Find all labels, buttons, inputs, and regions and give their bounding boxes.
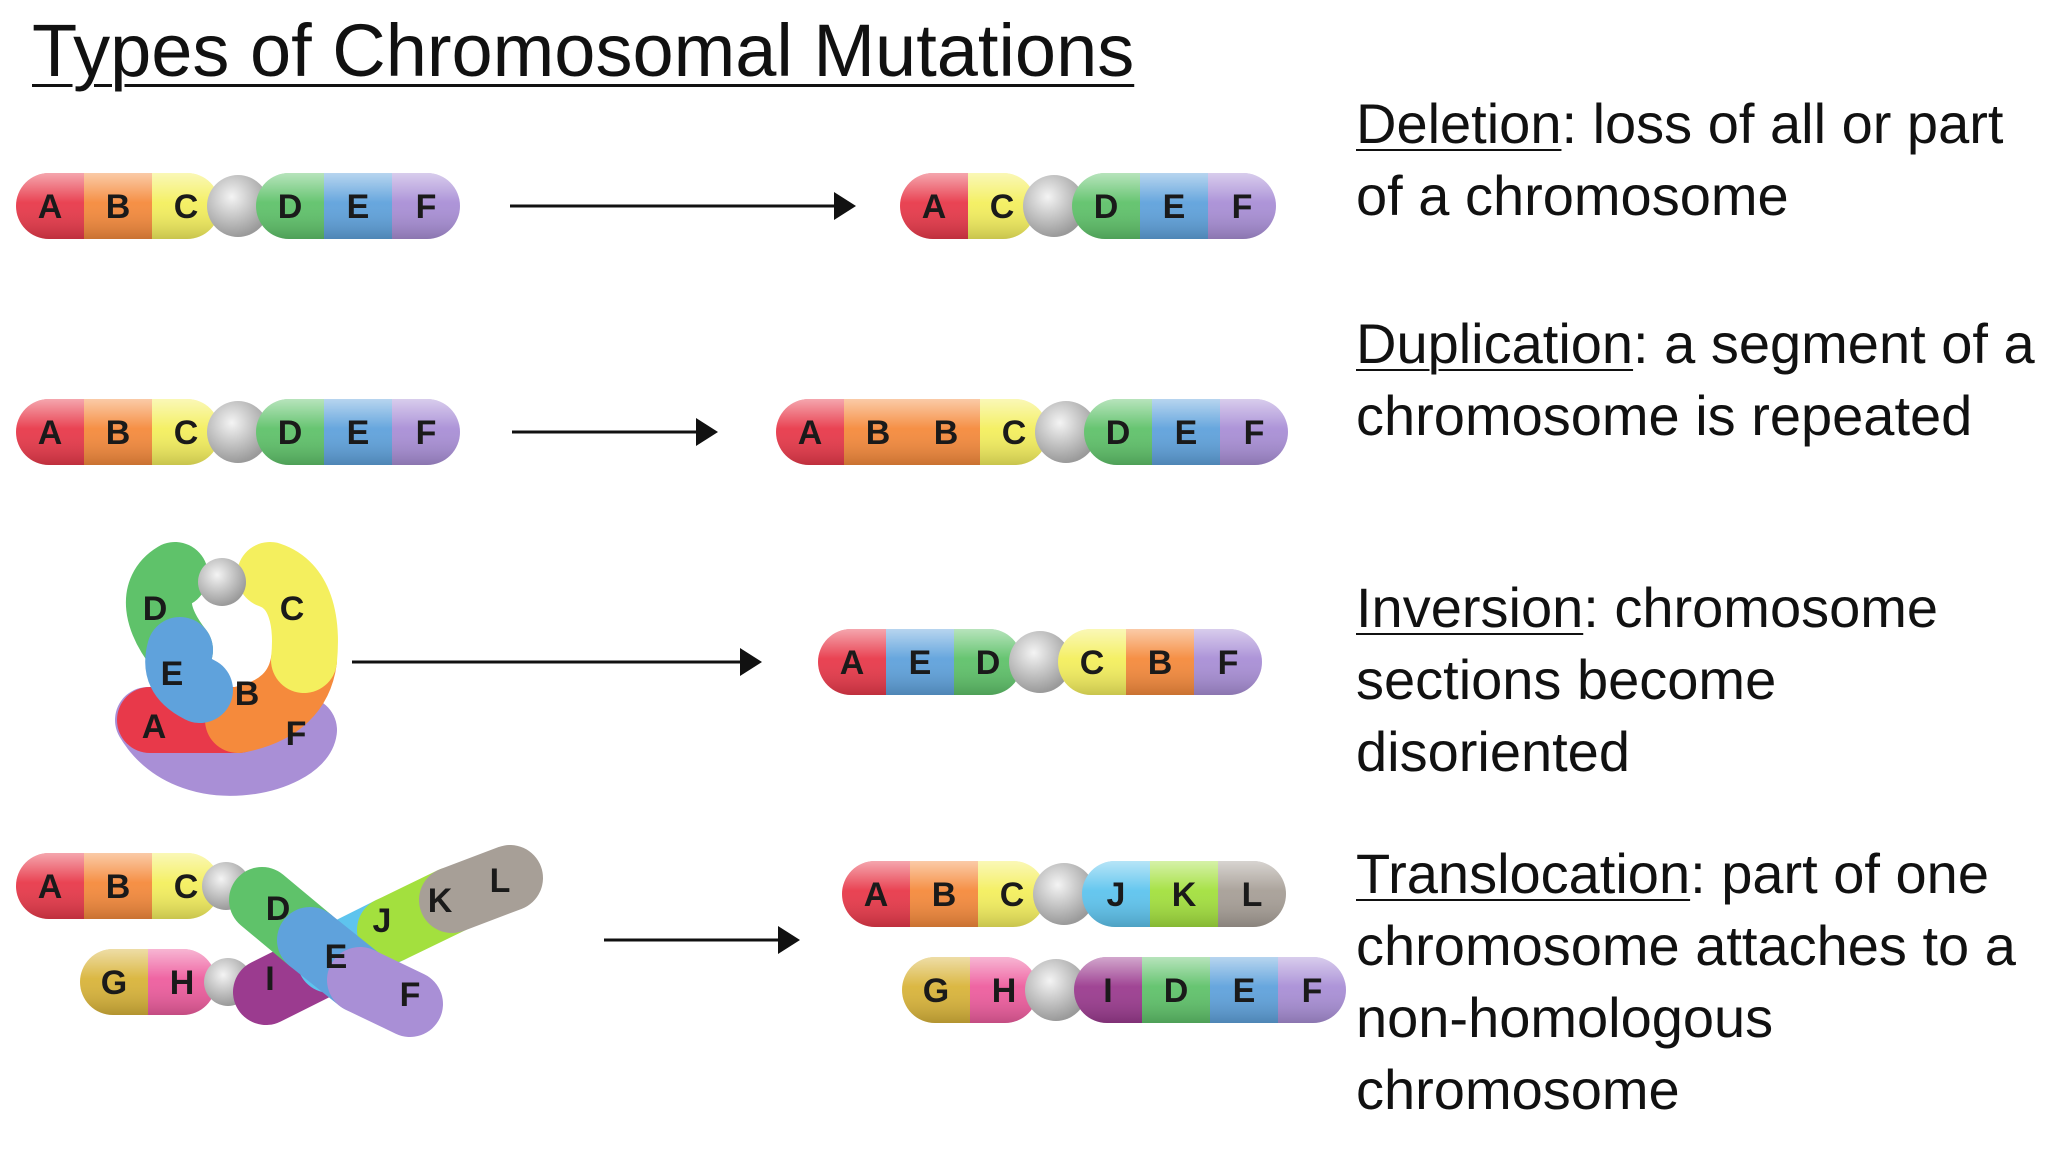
gene-label-c: C <box>174 188 199 226</box>
gene-label-b: B <box>932 876 957 914</box>
gene-label-d: D <box>278 414 303 452</box>
centromere <box>1009 631 1071 693</box>
deletion-text: : loss of all or part of a chromosome <box>1356 92 2004 227</box>
gene-label-k: K <box>1172 876 1197 914</box>
gene-label-b: B <box>106 868 131 906</box>
translocation-description: Translocation: part of one chromosome at… <box>1356 838 2046 1126</box>
deletion-description: Deletion: loss of all or part of a chrom… <box>1356 88 2046 232</box>
gene-label-g: G <box>923 972 949 1010</box>
gene-label-g: G <box>101 964 127 1002</box>
gene-label-e: E <box>347 414 370 452</box>
translocation-arm-l <box>419 845 543 933</box>
gene-label-f: F <box>416 414 437 452</box>
centromere <box>207 175 269 237</box>
centromere <box>1025 959 1087 1021</box>
gene-label-a: A <box>922 188 947 226</box>
inversion-before-label-e: E <box>161 655 184 693</box>
gene-label-a: A <box>38 188 63 226</box>
gene-label-f: F <box>1302 972 1323 1010</box>
gene-label-e: E <box>1175 414 1198 452</box>
translocation-arrow <box>604 926 800 954</box>
gene-label-d: D <box>278 188 303 226</box>
gene-label-e: E <box>347 188 370 226</box>
inversion-loop-c <box>237 542 338 693</box>
gene-label-c: C <box>1080 644 1105 682</box>
deletion-arrow <box>510 192 856 220</box>
duplication-description: Duplication: a segment of a chromosome i… <box>1356 308 2046 452</box>
gene-label-b: B <box>106 414 131 452</box>
inversion-text: : chromosome sections become disoriented <box>1356 576 1939 783</box>
gene-label-c: C <box>174 414 199 452</box>
gene-label-d: D <box>1164 972 1189 1010</box>
gene-label-c: C <box>1000 876 1025 914</box>
centromere <box>198 558 246 606</box>
duplication-before-chromosome: A B C D E F <box>16 399 460 465</box>
gene-label-a: A <box>38 414 63 452</box>
gene-label-a: A <box>38 868 63 906</box>
gene-label-a: A <box>798 414 823 452</box>
translocation-before-label-d: D <box>266 890 291 928</box>
translocation-before-label-e: E <box>325 938 348 976</box>
gene-label-h: H <box>992 972 1017 1010</box>
duplication-arrow <box>512 418 718 446</box>
gene-label-e: E <box>1163 188 1186 226</box>
gene-label-i: I <box>1103 972 1112 1010</box>
translocation-arm-f <box>327 947 443 1037</box>
gene-label-h: H <box>170 964 195 1002</box>
gene-label-d: D <box>976 644 1001 682</box>
inversion-term: Inversion <box>1356 576 1584 639</box>
inversion-before-label-c: C <box>280 590 305 628</box>
deletion-term: Deletion <box>1356 92 1562 155</box>
centromere <box>1023 175 1085 237</box>
gene-label-f: F <box>416 188 437 226</box>
inversion-before-label-f: F <box>286 715 307 753</box>
gene-label-c: C <box>174 868 199 906</box>
gene-label-j: J <box>1107 876 1126 914</box>
gene-label-c: C <box>1002 414 1027 452</box>
gene-label-b: B <box>106 188 131 226</box>
gene-label-a: A <box>864 876 889 914</box>
inversion-before-label-d: D <box>143 590 168 628</box>
translocation-before-label-f: F <box>400 976 421 1014</box>
inversion-before-label-a: A <box>142 708 167 746</box>
gene-label-b: B <box>1148 644 1173 682</box>
translocation-before-label-j: J <box>373 902 392 940</box>
inversion-arrow <box>352 648 762 676</box>
translocation-before-label-i: I <box>265 960 274 998</box>
gene-label-d: D <box>1094 188 1119 226</box>
gene-label-d: D <box>1106 414 1131 452</box>
centromere <box>1033 863 1095 925</box>
gene-label-b: B <box>866 414 891 452</box>
translocation-before-label-k: K <box>428 882 453 920</box>
duplication-term: Duplication <box>1356 312 1634 375</box>
translocation-before-top-chromosome: A B C <box>16 853 220 919</box>
gene-label-f: F <box>1244 414 1265 452</box>
inversion-description: Inversion: chromosome sections become di… <box>1356 572 2046 788</box>
gene-label-f: F <box>1218 644 1239 682</box>
gene-label-e: E <box>909 644 932 682</box>
deletion-before-chromosome: A B C D E F <box>16 173 460 239</box>
translocation-text: : part of one chromosome attaches to a n… <box>1356 842 2016 1121</box>
translocation-before-label-l: L <box>490 862 511 900</box>
gene-label-l: L <box>1242 876 1263 914</box>
centromere <box>1035 401 1097 463</box>
inversion-before-label-b: B <box>235 675 260 713</box>
gene-label-e: E <box>1233 972 1256 1010</box>
inversion-loop-e <box>145 617 233 723</box>
centromere <box>207 401 269 463</box>
gene-label-c: C <box>990 188 1015 226</box>
gene-label-b: B <box>934 414 959 452</box>
gene-label-f: F <box>1232 188 1253 226</box>
duplication-text: : a segment of a chromosome is repeated <box>1356 312 2035 447</box>
translocation-term: Translocation <box>1356 842 1691 905</box>
page-title: Types of Chromosomal Mutations <box>32 9 1135 92</box>
gene-label-a: A <box>840 644 865 682</box>
